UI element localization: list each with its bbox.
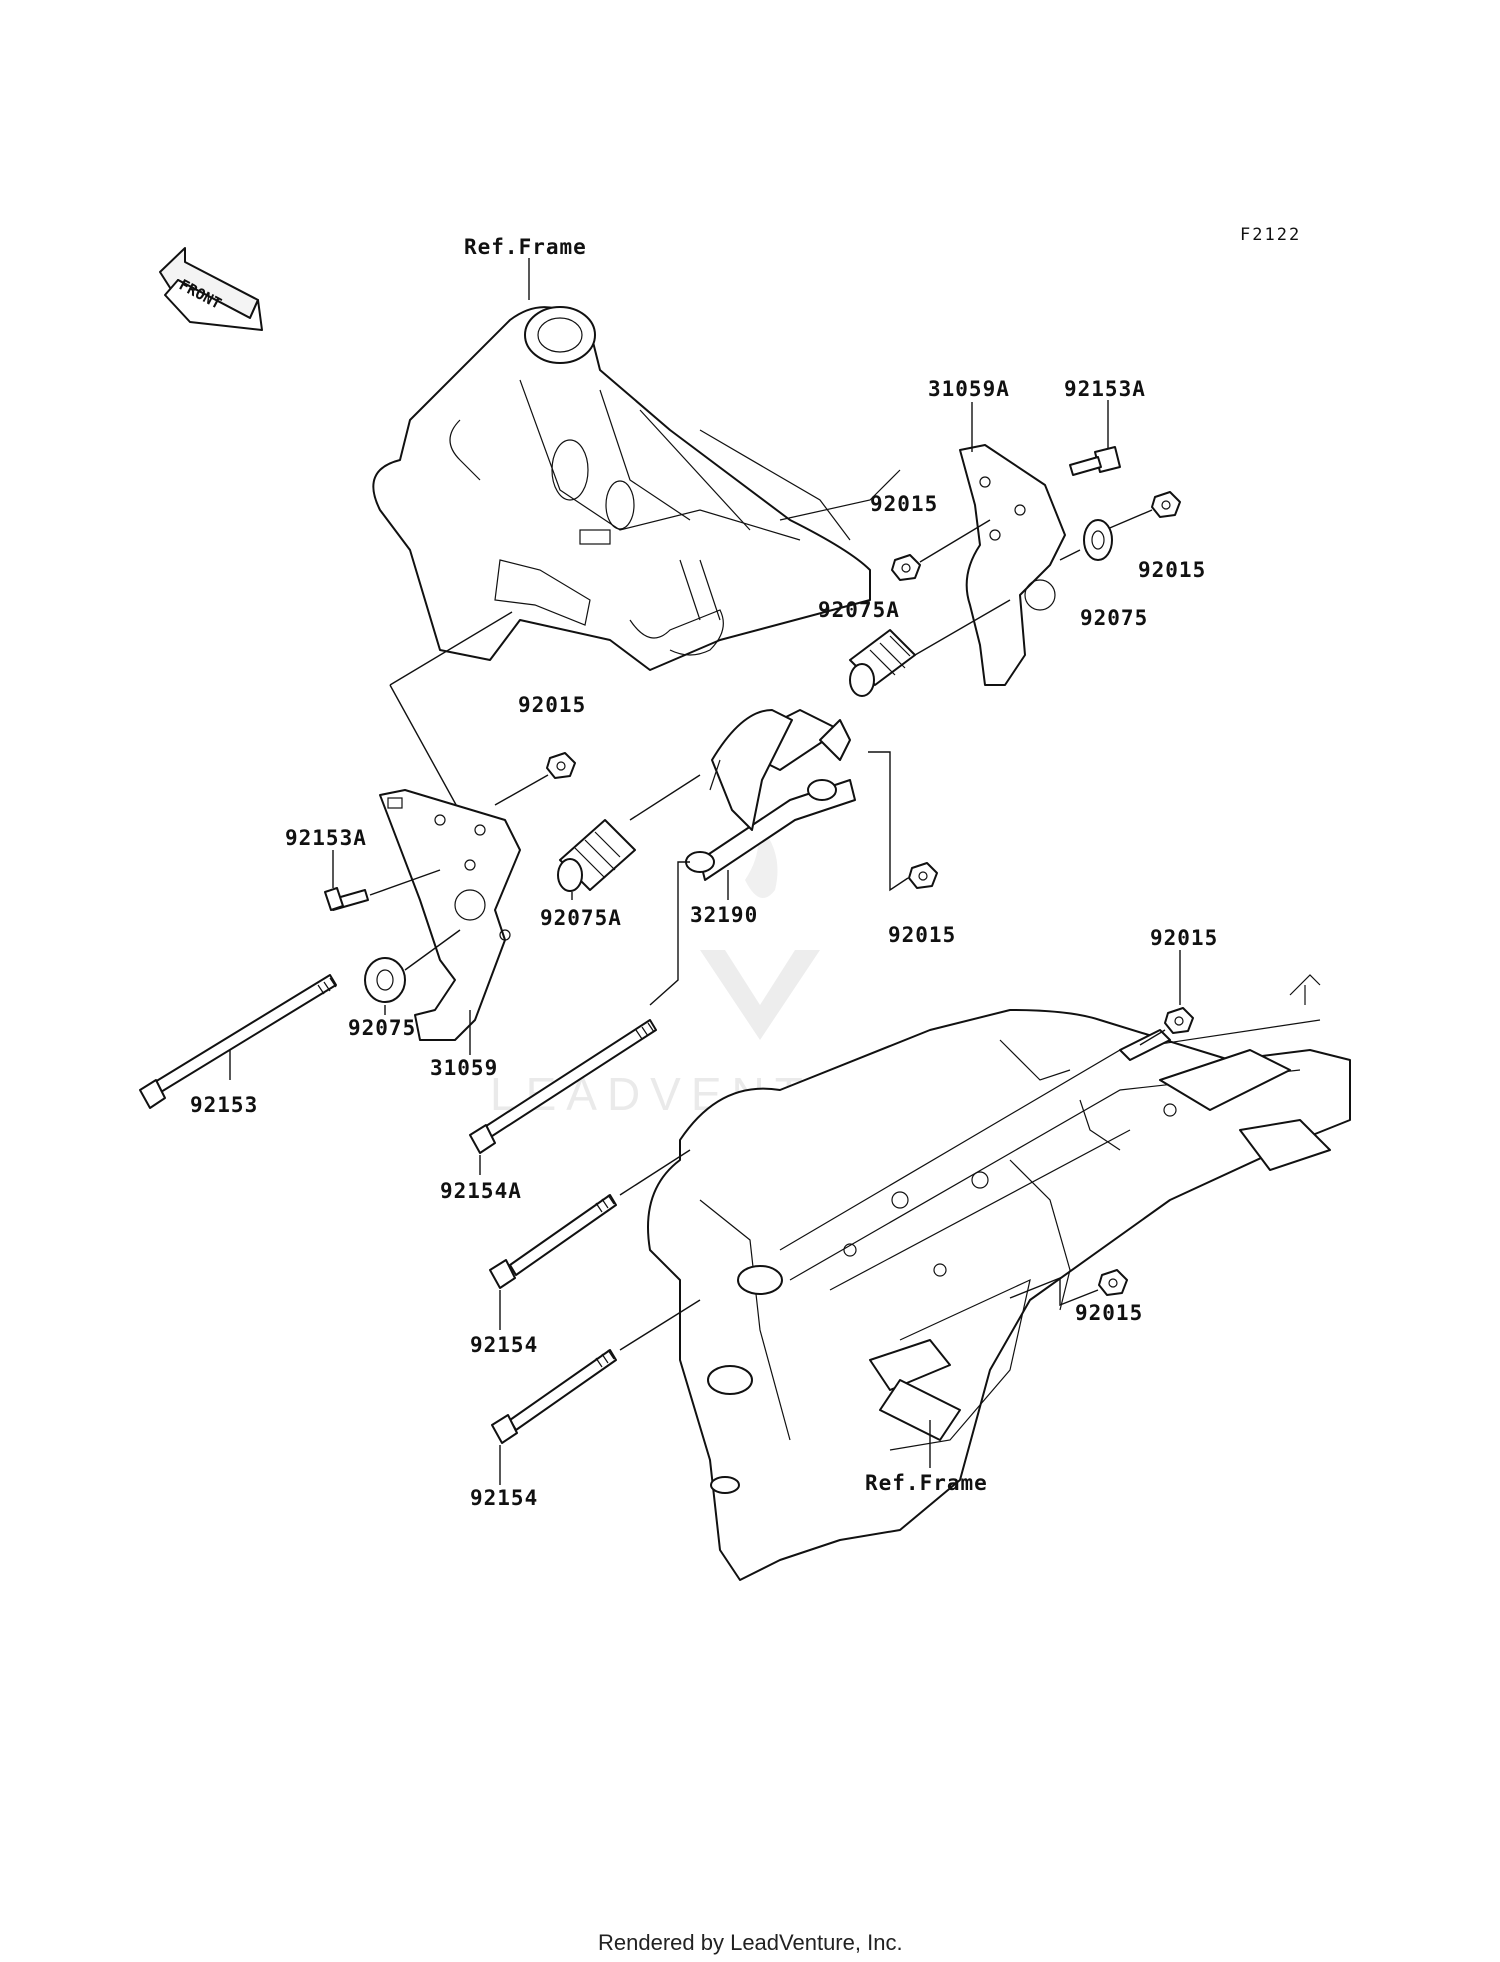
part-label-92075A-top: 92075A (818, 598, 900, 622)
nut-92015-f (1098, 1269, 1128, 1296)
part-label-92153A-left: 92153A (285, 826, 367, 850)
collar-92075A-top (849, 629, 916, 697)
part-label-32190: 32190 (690, 903, 758, 927)
part-label-92154A: 92154A (440, 1179, 522, 1203)
nut-92015-c (546, 752, 576, 779)
bracket-32190 (685, 709, 856, 881)
part-label-92015-f: 92015 (1075, 1301, 1143, 1325)
part-label-92153: 92153 (190, 1093, 258, 1117)
part-label-31059: 31059 (430, 1056, 498, 1080)
washer-92075-left (364, 957, 406, 1003)
lower-frame (647, 974, 1351, 1581)
nut-92015-e (1164, 1007, 1194, 1034)
part-label-92154-b: 92154 (470, 1486, 538, 1510)
washer-92075-right (1083, 519, 1113, 561)
bracket-31059A (959, 444, 1066, 686)
bolt-92154A (469, 1019, 657, 1154)
part-label-92015-c: 92015 (518, 693, 586, 717)
part-label-31059A: 31059A (928, 377, 1010, 401)
bracket-31059 (379, 789, 521, 1041)
part-label-92015-a: 92015 (870, 492, 938, 516)
part-label-92015-b: 92015 (1138, 558, 1206, 582)
bolt-92154-b (491, 1349, 617, 1444)
ref-frame-bottom-label: Ref.Frame (865, 1471, 988, 1495)
nut-92015-a (891, 554, 921, 581)
bolt-92153A-top (1069, 446, 1121, 476)
upper-frame (372, 306, 901, 671)
bolt-92153 (139, 974, 337, 1109)
part-label-92015-d: 92015 (888, 923, 956, 947)
part-label-92153A-top: 92153A (1064, 377, 1146, 401)
footer-credit: Rendered by LeadVenture, Inc. (598, 1930, 903, 1955)
part-label-92075-right: 92075 (1080, 606, 1148, 630)
part-label-92154-a: 92154 (470, 1333, 538, 1357)
collar-92075A-mid (557, 819, 636, 892)
nut-92015-d (908, 862, 938, 889)
nut-92015-b (1151, 491, 1181, 518)
front-arrow-icon: FRONT (159, 247, 263, 331)
ref-frame-top-label: Ref.Frame (464, 235, 587, 259)
part-label-92015-e: 92015 (1150, 926, 1218, 950)
part-label-92075-left: 92075 (348, 1016, 416, 1040)
bolt-92153A-left (324, 887, 369, 911)
diagram-code: F2122 (1240, 225, 1301, 245)
bolt-92154-a (489, 1194, 617, 1289)
part-label-92075A-mid: 92075A (540, 906, 622, 930)
